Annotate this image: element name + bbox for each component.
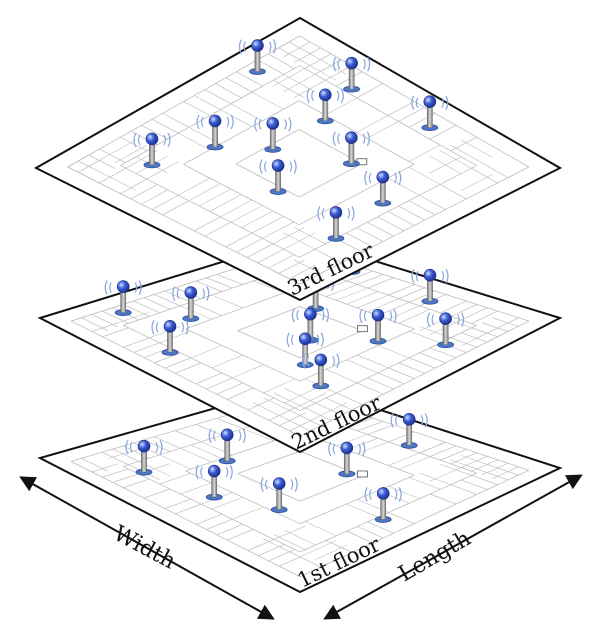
length-arrow [323,474,583,620]
width-label: Width [109,521,179,574]
width-arrow [19,476,275,620]
floor-3-plan [33,16,563,302]
